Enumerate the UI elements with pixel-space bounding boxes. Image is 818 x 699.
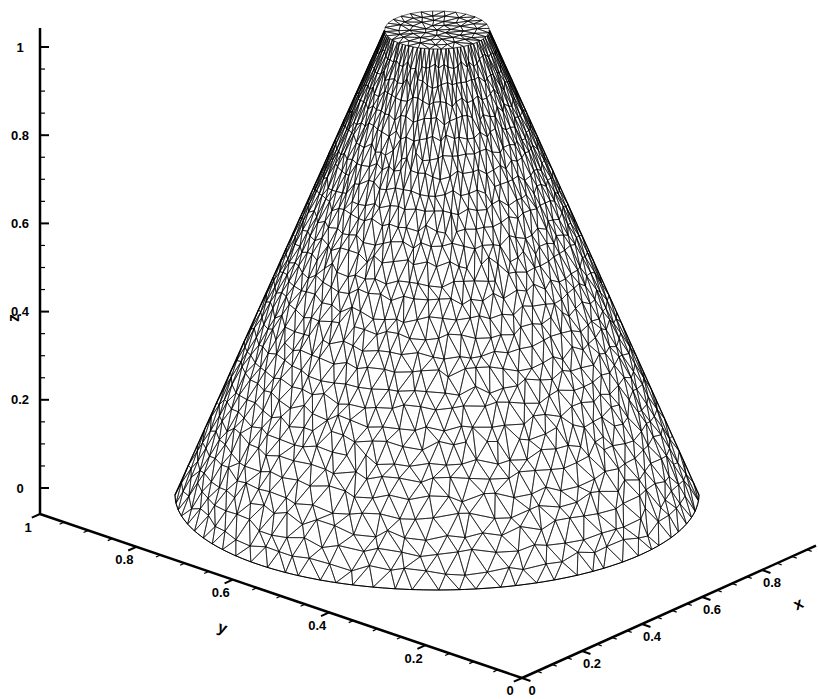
axis-tick [552,665,557,667]
axis-tick [732,584,737,586]
axis-tick [747,577,752,579]
axis-tick [40,333,45,334]
axis-tick [514,678,522,682]
axes [32,28,816,682]
tick-label: 0.6 [703,603,721,616]
axis-tick [687,604,692,606]
axis-tick [204,571,209,573]
axis-tick [597,644,602,646]
tick-label: 0.4 [643,630,661,643]
axis-tick [252,588,257,590]
cone-side-mesh [175,30,699,590]
y-axis [40,514,522,678]
axis-tick [445,653,450,655]
tick-label: 0.4 [308,619,326,632]
axis-tick [397,637,402,639]
cone-base-edge [175,495,699,590]
axis-tick [469,662,474,664]
axis-tick [84,530,89,532]
axis-tick [40,46,49,48]
axis-tick [180,563,185,565]
axis-tick [40,487,49,489]
axis-tick [60,522,65,524]
x-axis [522,546,816,678]
axis-tick [40,267,45,268]
tick-label: 0.6 [212,586,230,599]
axis-tick [612,638,617,640]
axis-tick [40,68,45,69]
tick-label: 0.8 [115,553,133,566]
axis-title: z [6,314,22,322]
tick-label: 0.8 [763,576,781,589]
axis-tick [40,355,45,356]
axis-tick [40,421,45,422]
tick-label: 0 [16,482,23,495]
tick-label: 0.2 [11,393,29,406]
axis-tick [156,555,161,557]
axis-tick [40,311,49,313]
tick-label: 0.8 [11,129,29,142]
axis-tick [567,658,572,660]
axis-tick [128,547,136,551]
cone-silhouette [489,30,699,495]
axis-tick [108,539,113,541]
z-axis [39,28,42,514]
tick-label: 0.6 [11,217,29,230]
axis-tick [777,563,782,565]
axis-tick [373,629,378,631]
axis-tick [40,179,45,180]
tick-label: 0.2 [583,657,601,670]
axis-tick [672,611,677,613]
axis-tick [40,90,45,91]
axis-tick [40,113,45,114]
axis-tick [321,612,329,616]
axis-tick [702,597,710,600]
axis-tick [642,624,650,627]
axis-tick [762,570,770,573]
axis-tick [40,443,45,444]
axis-tick [627,631,632,633]
axis-tick [493,670,498,672]
axis-tick [40,201,45,202]
axis-title: y [215,619,229,637]
axis-tick [807,550,812,552]
axis-tick [792,557,797,559]
axis-tick [40,399,49,401]
axis-tick [40,377,45,378]
axis-tick [537,671,542,673]
axis-tick [717,590,722,592]
axis-tick [40,134,49,136]
tick-label: 0 [506,684,513,697]
tick-label: 1 [24,521,31,534]
axis-tick [32,514,40,518]
tick-label: 0 [528,684,535,697]
axis-tick [417,645,425,649]
tick-label: 1 [16,41,23,54]
axis-tick [40,222,49,224]
axis-tick [40,465,45,466]
axis-tick [276,596,281,598]
axis-tick [301,604,306,606]
axis-tick [582,651,590,654]
axis-tick [40,289,45,290]
axis-tick [40,157,45,158]
axis-tick [657,617,662,619]
axis-tick [522,678,530,681]
axis-tick [40,245,45,246]
cone-top-mesh [385,11,489,49]
triangle-mesh [175,11,699,590]
axis-tick [225,580,233,584]
axis-title: x [791,595,806,613]
tick-label: 0.2 [405,652,423,665]
axis-tick [349,621,354,623]
cone-silhouette [175,30,385,495]
